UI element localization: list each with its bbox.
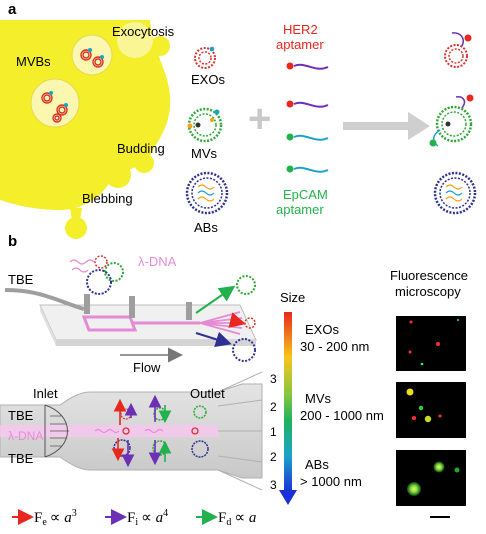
outlet-number: 2 [270, 400, 277, 414]
channel-tbe-bottom: TBE [8, 451, 34, 466]
channel-particles [94, 394, 209, 468]
reaction-arrow [343, 112, 430, 140]
fe-formula: Fe∝ a3 [34, 508, 77, 528]
outlet-label: Outlet [190, 386, 225, 401]
budding-label: Budding [117, 141, 165, 156]
labeled-exo [444, 32, 472, 68]
microscopy-image-exos [396, 316, 466, 371]
microscopy-title-2: microscopy [395, 284, 461, 299]
microscopy-image-abs [396, 450, 466, 506]
size-abs-range: > 1000 nm [300, 474, 362, 489]
output-exo [244, 317, 256, 329]
mvb-exosomes [41, 49, 104, 123]
inlet-label: Inlet [33, 386, 58, 401]
fi-formula: Fi∝ a4 [127, 508, 168, 528]
size-abs: ABs [305, 457, 329, 472]
ab-icon [185, 171, 229, 215]
chip-device [4, 288, 257, 346]
cell-illustration [0, 20, 171, 239]
device-lambda-dna-label: λ-DNA [138, 254, 177, 269]
sample-vesicles [69, 255, 124, 295]
outlet-number: 2 [270, 450, 277, 464]
microscopy-image-mvs [396, 382, 466, 438]
size-exos-range: 30 - 200 nm [300, 339, 369, 354]
her2-label: HER2 [283, 22, 318, 37]
device-tbe-label: TBE [8, 272, 34, 287]
channel-tbe-top: TBE [8, 408, 34, 423]
red-output-arrow [228, 312, 246, 328]
output-mv [236, 275, 256, 295]
panel-b-label: b [8, 233, 17, 250]
epcam-aptamer-strands [286, 133, 329, 173]
blue-output-arrow [195, 331, 232, 348]
exo-icon [194, 46, 216, 69]
mvb-markers [49, 48, 104, 107]
outlet-number: 3 [270, 372, 277, 386]
plus-sign: + [248, 97, 271, 141]
epcam-aptamer-label: aptamer [276, 202, 324, 217]
size-mvs-range: 200 - 1000 nm [300, 408, 384, 423]
size-title: Size [280, 290, 305, 305]
outlet-number: 3 [270, 478, 277, 492]
green-output-arrow [195, 285, 236, 314]
exocytosis-label: Exocytosis [112, 24, 175, 39]
mvs-label: MVs [191, 146, 218, 161]
blebbing-label: Blebbing [82, 191, 133, 206]
size-exos: EXOs [305, 322, 339, 337]
outlet-number: 1 [270, 425, 277, 439]
size-bar-arrowhead [279, 490, 297, 505]
epcam-label: EpCAM [283, 187, 328, 202]
mv-icon [187, 107, 223, 143]
labeled-ab [433, 171, 477, 215]
output-ab [232, 338, 256, 362]
her2-aptamer-strands [286, 62, 329, 108]
microscopy-title-1: Fluorescence [390, 268, 468, 283]
outlet-numbers: 3 2 1 2 3 [270, 372, 277, 492]
channel-lambda-dna: λ-DNA [8, 429, 43, 443]
size-gradient-bar [284, 312, 292, 492]
labeled-mv [429, 94, 474, 147]
flow-label: Flow [133, 360, 161, 375]
fd-formula: Fd∝ a [218, 510, 256, 528]
size-mvs: MVs [305, 391, 332, 406]
mvbs-label: MVBs [16, 54, 51, 69]
panel-a-label: a [8, 1, 17, 18]
force-legend: Fe∝ a3 Fi∝ a4 Fd∝ a [12, 508, 256, 528]
abs-label: ABs [194, 220, 218, 235]
her2-aptamer-label: aptamer [276, 37, 324, 52]
exos-label: EXOs [191, 72, 225, 87]
channel-schematic [0, 371, 263, 491]
